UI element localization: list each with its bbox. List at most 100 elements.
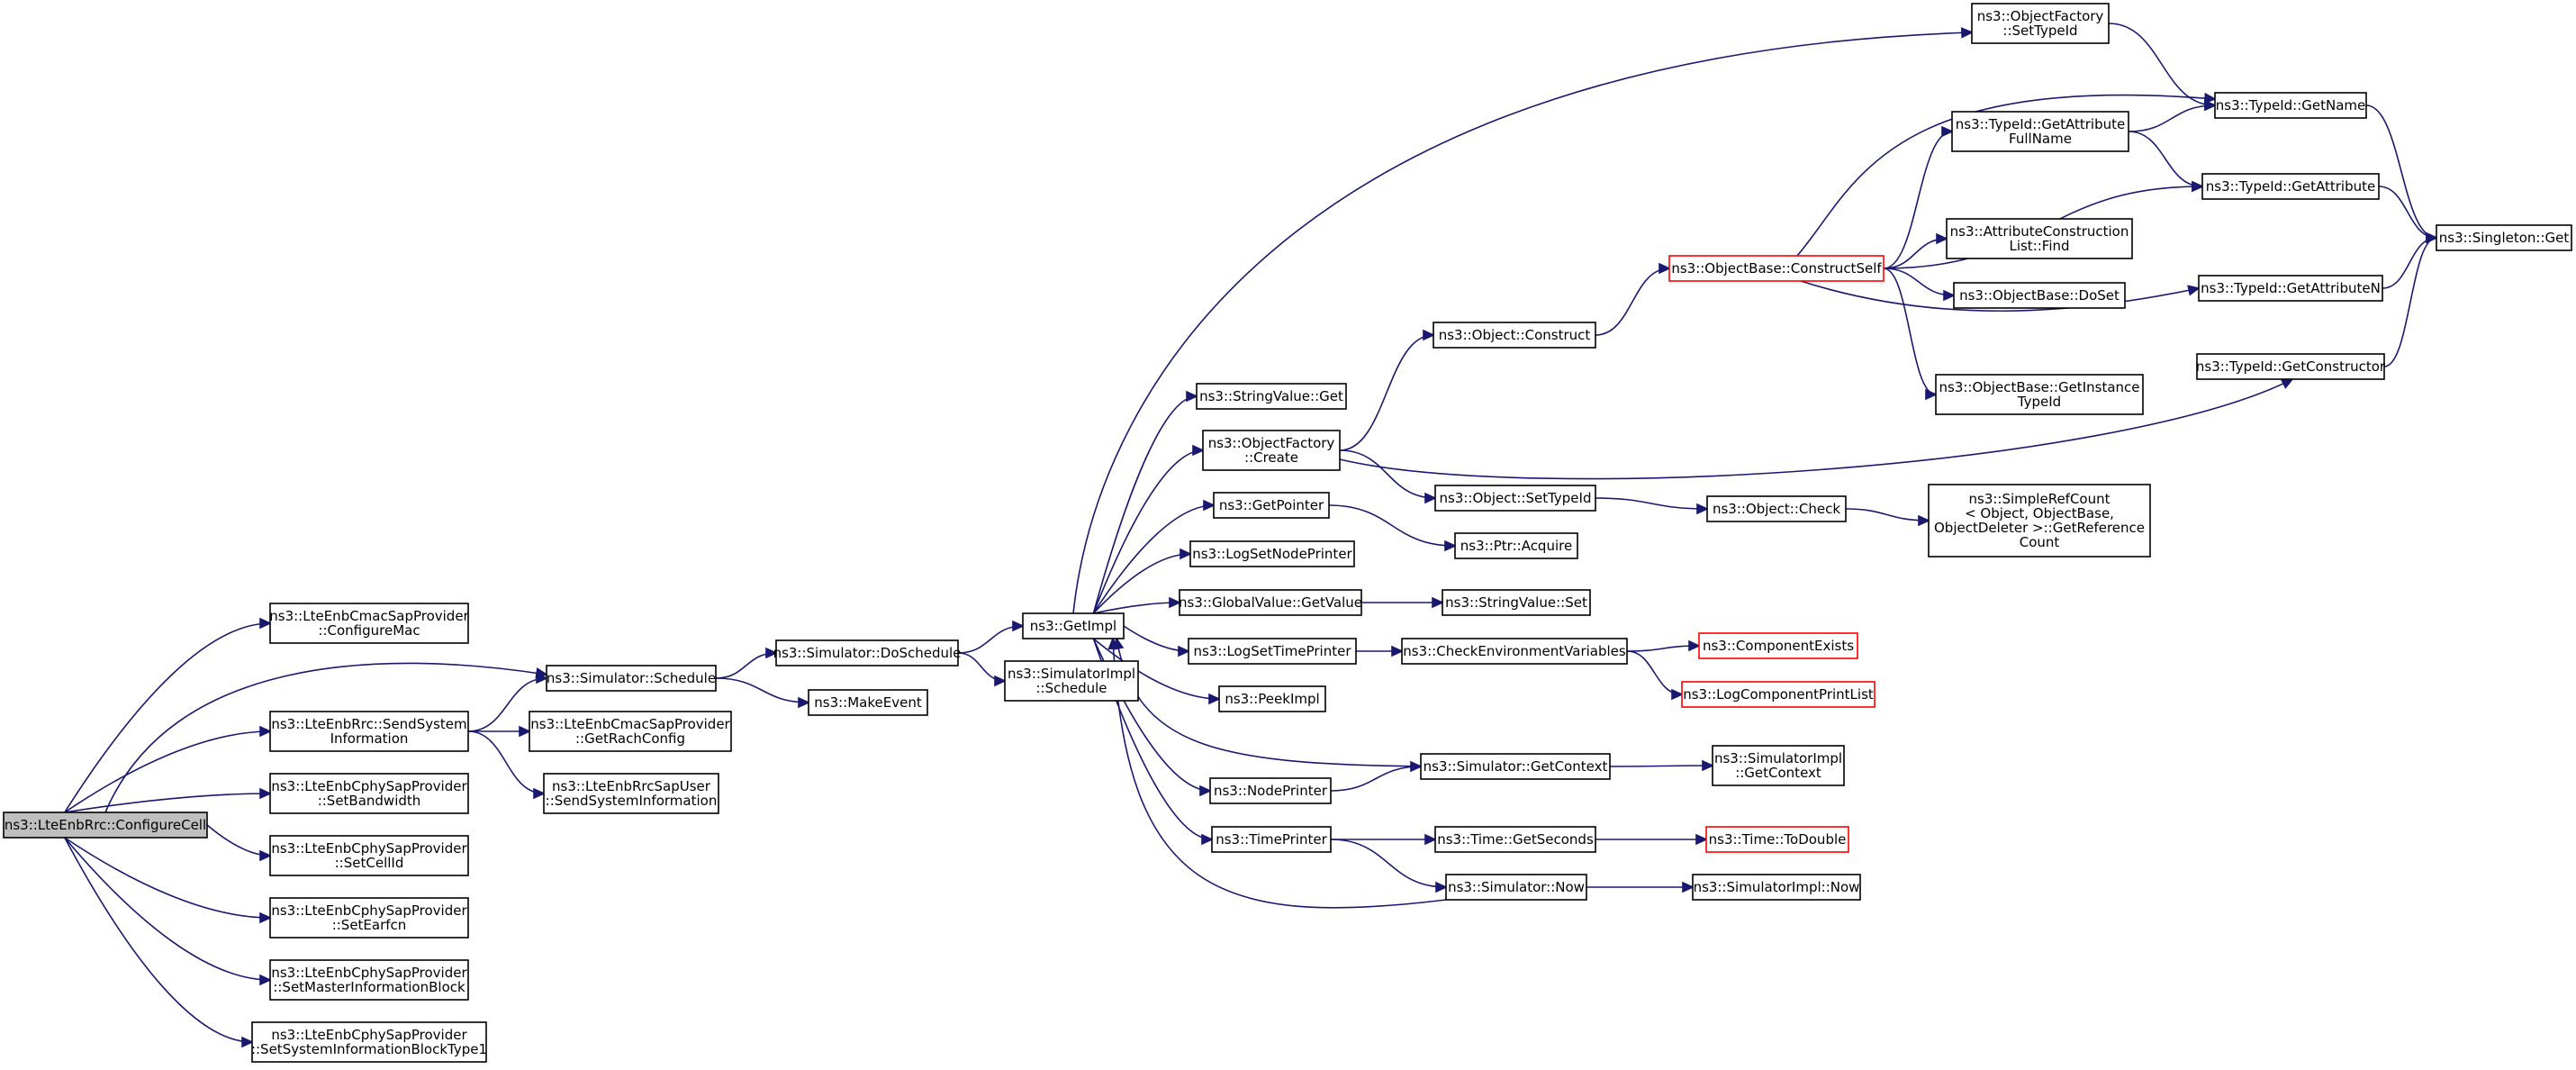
node-label: ns3::SimulatorImpl [1714, 750, 1842, 766]
node-time-getseconds[interactable]: ns3::Time::GetSeconds [1434, 826, 1596, 853]
node-tid-getctor[interactable]: ns3::TypeId::GetConstructor [2196, 353, 2386, 380]
node-obj-construct[interactable]: ns3::Object::Construct [1433, 322, 1596, 349]
edge-configure-cell-to-set-cellid [206, 824, 272, 862]
node-rrcsap-send[interactable]: ns3::LteEnbRrcSapUser::SendSystemInforma… [543, 773, 719, 814]
edge-log-set-time-to-check-env [1356, 645, 1404, 657]
node-box [1442, 589, 1591, 616]
edge-sim-getcontext-to-simimpl-getcontext [1609, 759, 1714, 772]
node-ptr-acquire[interactable]: ns3::Ptr::Acquire [1454, 532, 1578, 559]
node-simplerefcount[interactable]: ns3::SimpleRefCount< Object, ObjectBase,… [1928, 484, 2151, 558]
node-node-printer[interactable]: ns3::NodePrinter [1209, 777, 1332, 804]
node-simimpl-getcontext[interactable]: ns3::SimulatorImpl::GetContext [1712, 745, 1845, 786]
node-send-sysinfo[interactable]: ns3::LteEnbRrc::SendSystemInformation [269, 711, 469, 752]
node-label: ns3::PeekImpl [1225, 691, 1319, 707]
node-gv-getvalue[interactable]: ns3::GlobalValue::GetValue [1179, 589, 1362, 616]
node-obj-check[interactable]: ns3::Object::Check [1706, 495, 1847, 522]
edge-get-impl-to-stringvalue-get [1092, 390, 1198, 614]
node-label: ns3::LteEnbCphySapProvider [271, 902, 467, 919]
edge-check-env-to-log-component-list [1626, 650, 1684, 701]
node-get-pointer[interactable]: ns3::GetPointer [1213, 492, 1330, 519]
node-sv-set[interactable]: ns3::StringValue::Set [1442, 589, 1591, 616]
node-tid-getattr[interactable]: ns3::TypeId::GetAttribute [2201, 173, 2380, 200]
node-label: ::ConfigureMac [318, 622, 420, 639]
node-label: ::SetMasterInformationBlock [273, 979, 465, 995]
node-simimpl-schedule[interactable]: ns3::SimulatorImpl::Schedule [1004, 660, 1139, 702]
node-sim-now[interactable]: ns3::Simulator::Now [1445, 874, 1587, 901]
edge-time-printer-to-sim-now [1330, 839, 1448, 893]
node-box [1209, 777, 1332, 804]
node-set-bandwidth[interactable]: ns3::LteEnbCphySapProvider::SetBandwidth [269, 773, 469, 814]
node-tid-getname[interactable]: ns3::TypeId::GetName [2214, 92, 2367, 119]
edge-time-getseconds-to-time-todouble [1595, 833, 1708, 846]
node-of-settypeid[interactable]: ns3::ObjectFactory::SetTypeId [1971, 3, 2110, 44]
node-get-rach[interactable]: ns3::LteEnbCmacSapProvider::GetRachConfi… [529, 711, 732, 752]
node-singleton-get[interactable]: ns3::Singleton::Get [2436, 224, 2572, 251]
node-log-set-time[interactable]: ns3::LogSetTimePrinter [1188, 638, 1357, 665]
node-set-cellid[interactable]: ns3::LteEnbCphySapProvider::SetCellId [269, 835, 469, 876]
node-time-printer[interactable]: ns3::TimePrinter [1211, 826, 1332, 853]
node-label: ns3::Simulator::GetContext [1424, 758, 1608, 775]
node-label: ns3::TypeId::GetConstructor [2196, 358, 2386, 375]
edge-of-create-to-obj-settypeid [1339, 449, 1437, 504]
node-label: ::SetTypeId [2002, 23, 2077, 39]
node-sim-getcontext[interactable]: ns3::Simulator::GetContext [1420, 753, 1611, 780]
node-stringvalue-get[interactable]: ns3::StringValue::Get [1196, 383, 1347, 410]
node-label: ns3::Object::Construct [1439, 327, 1591, 343]
node-make-event[interactable]: ns3::MakeEvent [808, 689, 928, 716]
node-set-sib1[interactable]: ns3::LteEnbCphySapProvider::SetSystemInf… [251, 1021, 487, 1063]
node-do-schedule[interactable]: ns3::Simulator::DoSchedule [773, 639, 962, 666]
node-of-create[interactable]: ns3::ObjectFactory::Create [1202, 430, 1341, 471]
edge-obj-check-to-simplerefcount [1845, 508, 1930, 527]
node-sim-schedule[interactable]: ns3::Simulator::Schedule [546, 665, 717, 692]
node-log-component-list[interactable]: ns3::LogComponentPrintList [1681, 681, 1876, 708]
node-box [1202, 430, 1341, 471]
node-label: ::SetCellId [335, 855, 404, 871]
node-box [2198, 275, 2383, 302]
node-label: ::GetRachConfig [575, 730, 685, 747]
node-configure-mac[interactable]: ns3::LteEnbCmacSapProvider::ConfigureMac [269, 603, 470, 644]
edge-send-sysinfo-to-sim-schedule [467, 672, 548, 732]
edge-of-create-to-obj-construct [1339, 329, 1435, 451]
edge-ob-constructself-to-ob-doset [1883, 268, 1956, 302]
node-component-exists[interactable]: ns3::ComponentExists [1698, 632, 1858, 659]
node-set-earfcn[interactable]: ns3::LteEnbCphySapProvider::SetEarfcn [269, 897, 469, 939]
edge-ob-constructself-to-ob-getinstance [1883, 268, 1938, 401]
edge-get-impl-to-of-settypeid [1072, 27, 1974, 614]
node-label: TypeId [2017, 394, 2061, 410]
node-peek-impl[interactable]: ns3::PeekImpl [1218, 685, 1326, 712]
node-label: ns3::Object::Check [1713, 501, 1840, 517]
edge-of-create-to-tid-getctor [1339, 378, 2294, 480]
node-simimpl-now[interactable]: ns3::SimulatorImpl::Now [1692, 874, 1861, 901]
node-label: ns3::ObjectBase::ConstructSelf [1671, 260, 1882, 277]
node-check-env[interactable]: ns3::CheckEnvironmentVariables [1401, 638, 1628, 665]
node-label: ns3::StringValue::Get [1199, 388, 1343, 404]
node-label: ns3::LogSetTimePrinter [1193, 643, 1351, 659]
edge-get-impl-to-peek-impl [1092, 638, 1221, 705]
node-box [1218, 685, 1326, 712]
node-configure-cell[interactable]: ns3::LteEnbRrc::ConfigureCell [3, 812, 208, 839]
node-set-mib[interactable]: ns3::LteEnbCphySapProvider::SetMasterInf… [269, 959, 469, 1001]
node-get-impl[interactable]: ns3::GetImpl [1022, 612, 1125, 639]
node-tid-getattrn[interactable]: ns3::TypeId::GetAttributeN [2198, 275, 2383, 302]
edge-configure-cell-to-set-sib1 [64, 837, 254, 1048]
node-box [775, 639, 959, 666]
node-box [1445, 874, 1587, 901]
node-box [2196, 353, 2385, 380]
node-label: ns3::Simulator::DoSchedule [773, 645, 962, 661]
node-ob-constructself[interactable]: ns3::ObjectBase::ConstructSelf [1668, 255, 1885, 282]
node-label: ::SetEarfcn [332, 917, 407, 933]
node-obj-settypeid[interactable]: ns3::Object::SetTypeId [1434, 485, 1596, 512]
node-label: List::Find [2009, 238, 2069, 254]
node-log-set-node[interactable]: ns3::LogSetNodePrinter [1189, 540, 1355, 567]
edge-ob-constructself-to-tid-getattrn [1800, 280, 2201, 313]
node-ob-doset[interactable]: ns3::ObjectBase::DoSet [1953, 282, 2126, 309]
node-box [1668, 255, 1885, 282]
edge-time-printer-to-time-getseconds [1331, 833, 1437, 846]
node-label: ns3::SimulatorImpl::Now [1694, 879, 1860, 895]
node-label: ns3::TypeId::GetAttributeN [2201, 280, 2381, 296]
node-time-todouble[interactable]: ns3::Time::ToDouble [1705, 826, 1849, 853]
